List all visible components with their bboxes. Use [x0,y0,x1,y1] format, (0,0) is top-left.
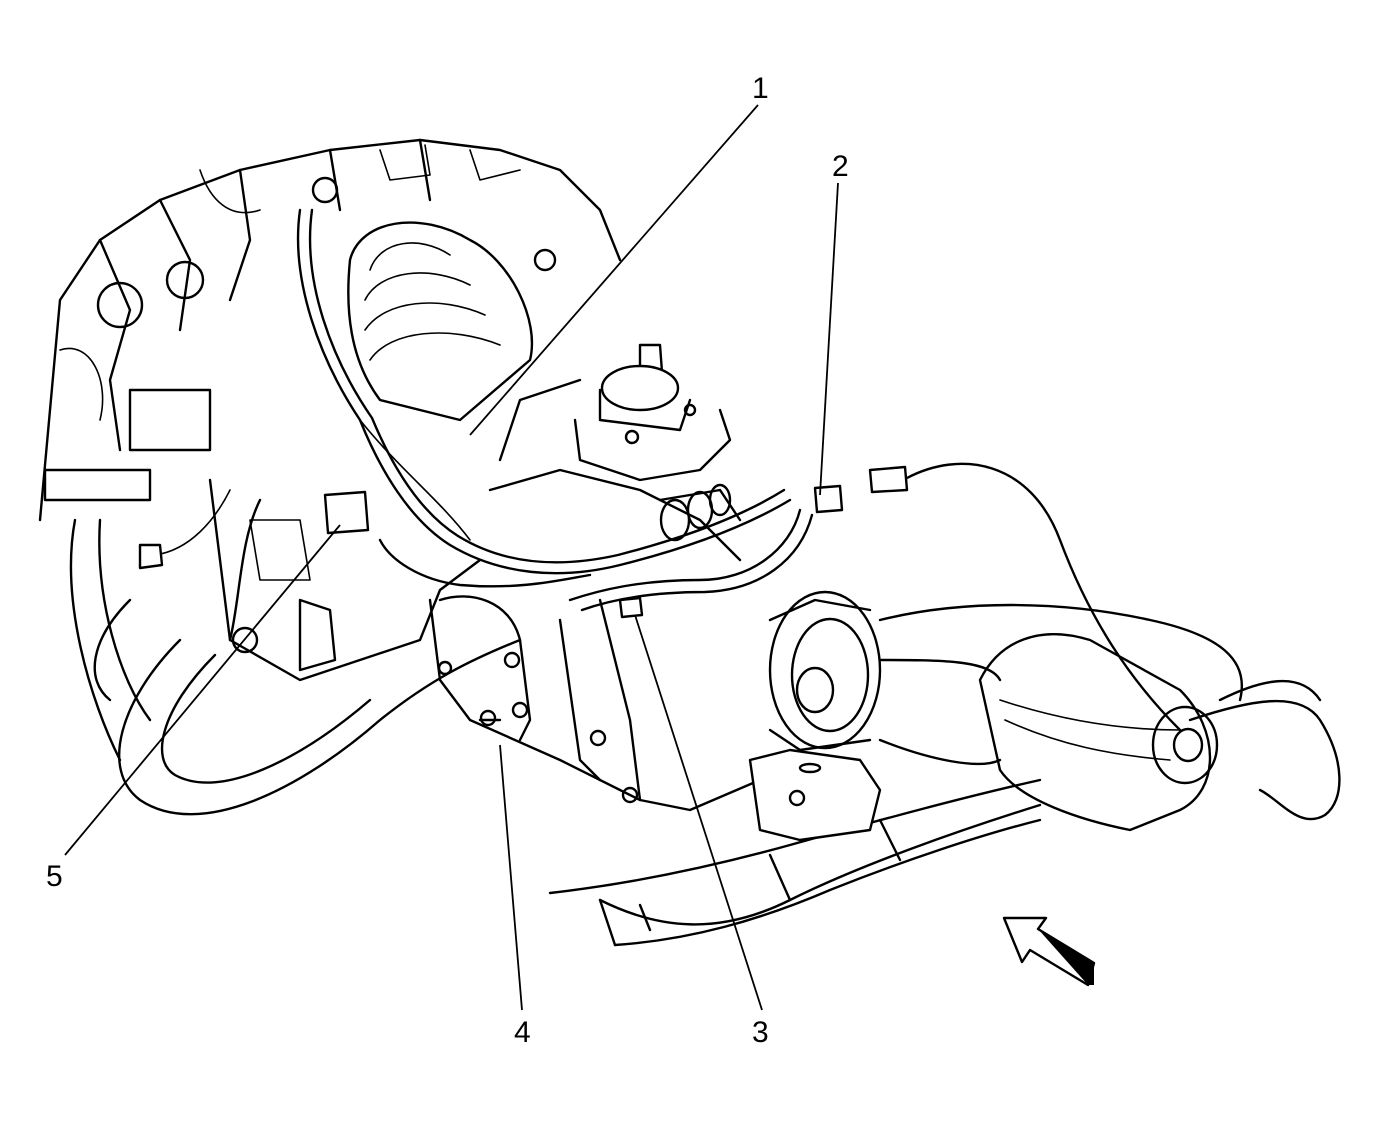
bellhousing-shroud [347,221,534,422]
catalytic-converter [978,633,1341,832]
callout-4: 4 [514,1016,531,1049]
callout-5: 5 [46,860,63,893]
frame-crossmember [548,778,1042,947]
view-direction-arrow-icon [1002,916,1096,987]
output-yoke [768,590,882,752]
callout-2: 2 [832,150,849,183]
transmission-mount [748,748,882,842]
shifter-housing [573,343,742,542]
transmission-housing [208,478,482,682]
engine-block [38,138,622,522]
wiring-harness [138,208,814,612]
transmission-body [428,378,762,812]
connectors [323,462,1182,732]
callout-leaders [64,104,839,1011]
exhaust-crossover [878,603,1243,766]
exhaust-pipe [69,518,522,816]
callout-1: 1 [752,72,769,105]
callout-3: 3 [752,1016,769,1049]
